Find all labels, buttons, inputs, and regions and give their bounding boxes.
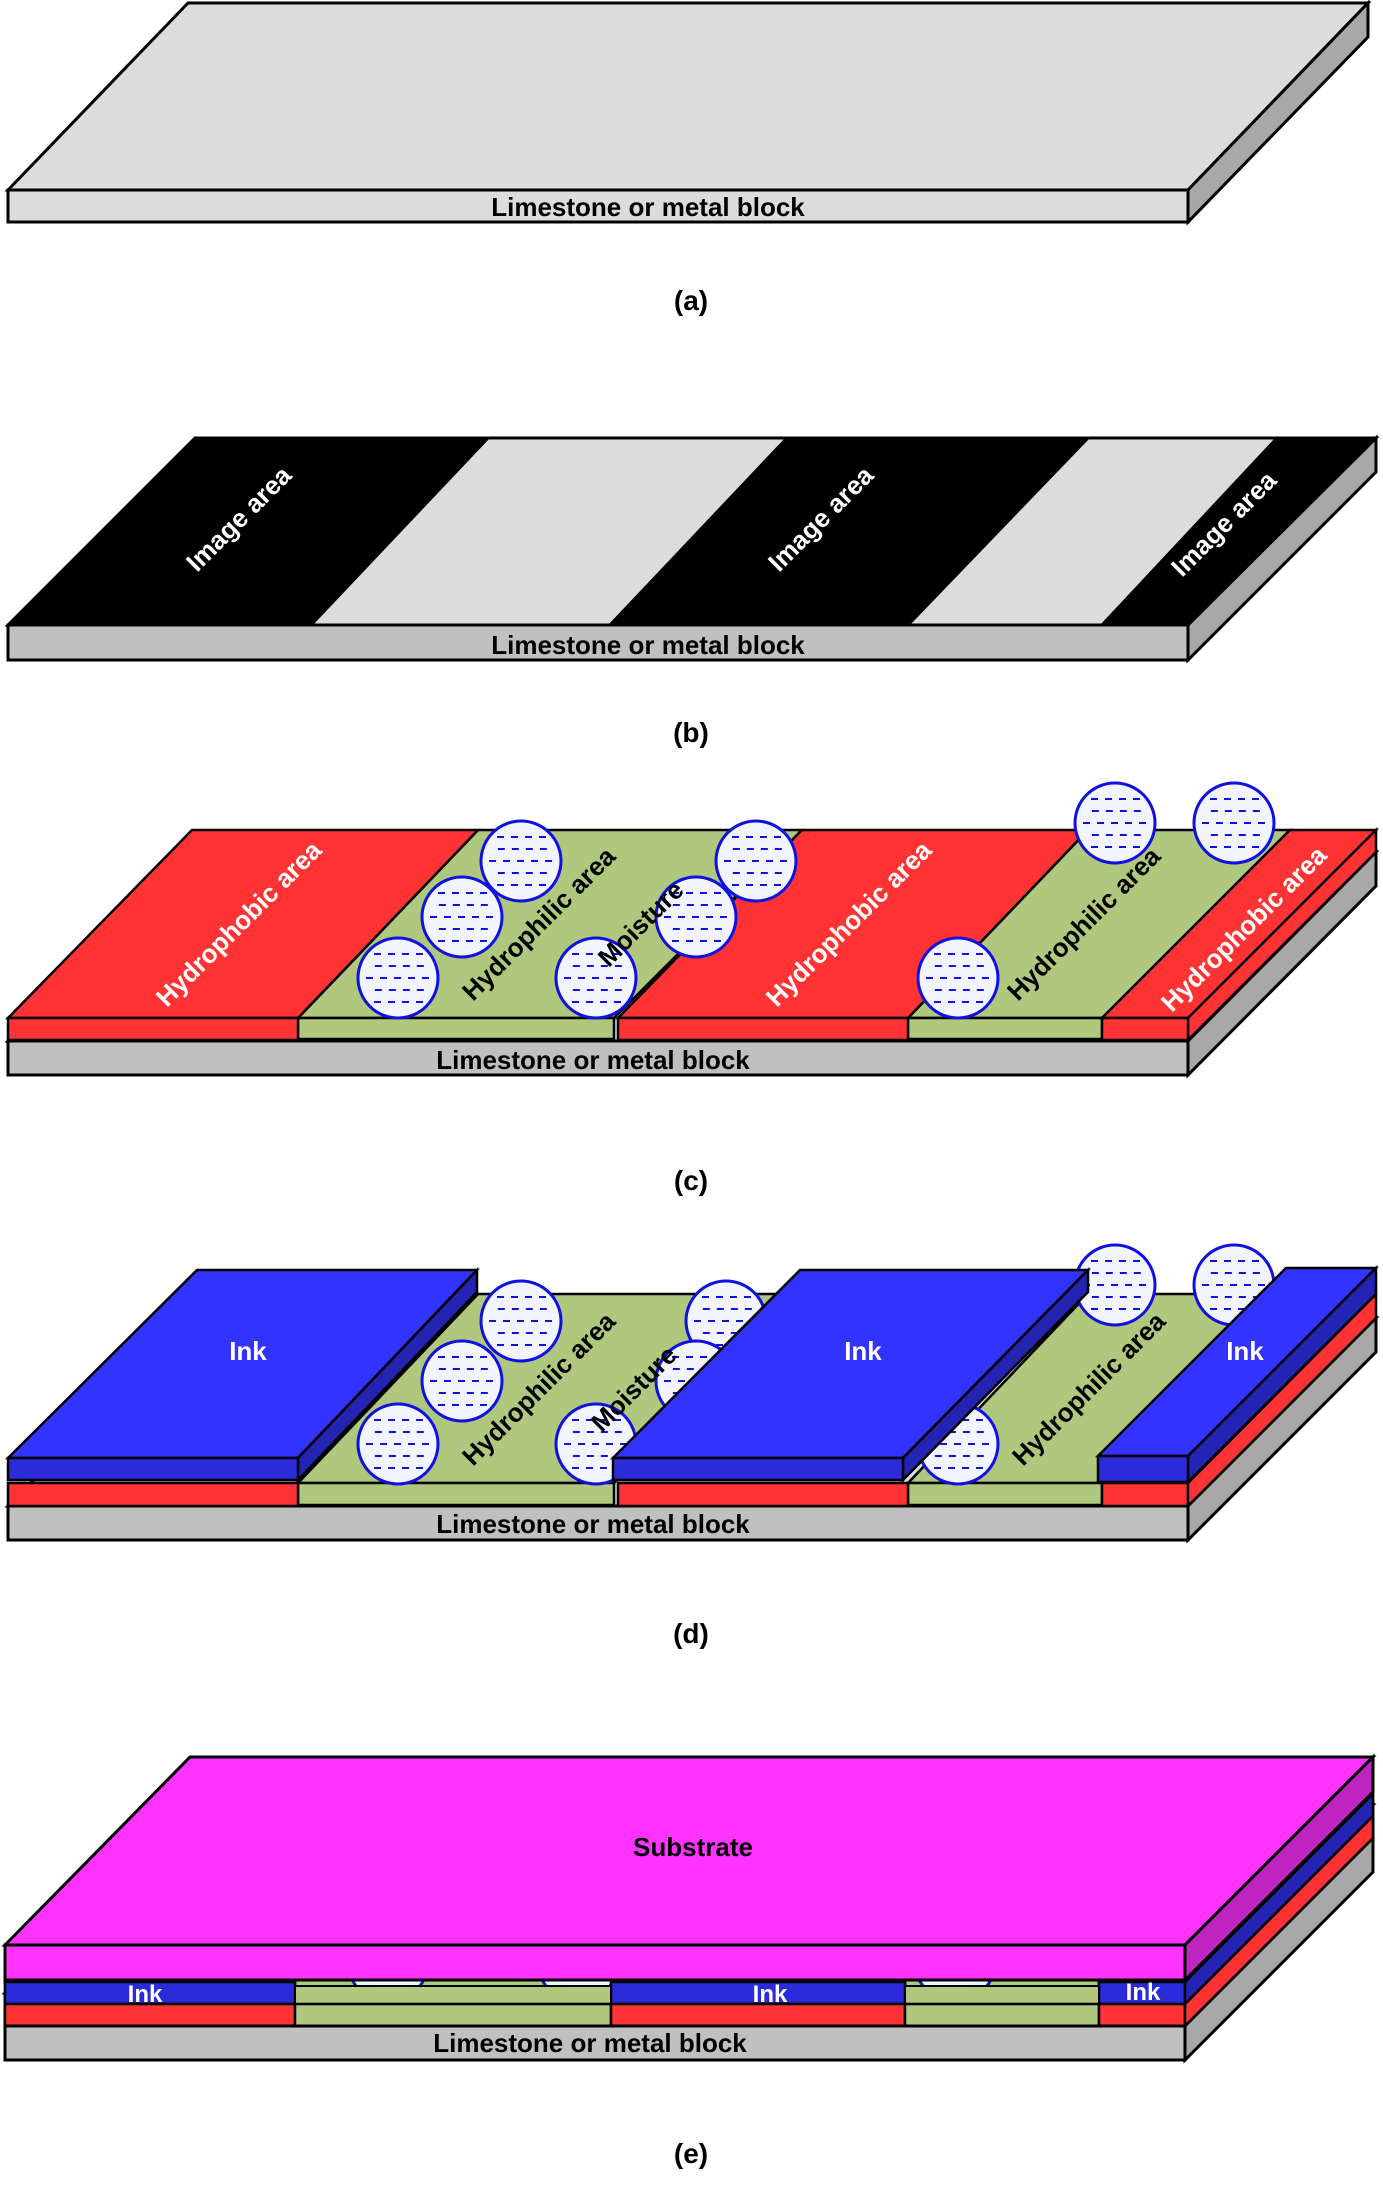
block-label: Limestone or metal block	[491, 630, 805, 660]
block-front-face	[6, 188, 1190, 224]
moisture-droplet	[420, 1339, 504, 1423]
caption-a: (a)	[674, 285, 708, 316]
moisture-droplet	[554, 936, 638, 1020]
ink-slab-front	[611, 1456, 905, 1482]
ink-label: Ink	[844, 1336, 882, 1366]
hydrophilic-area-front	[296, 1016, 616, 1041]
hydrophilic-area-front-visible	[294, 1985, 612, 2005]
hydrophilic-area-front-visible	[293, 2002, 613, 2028]
image-area-stripe	[1100, 438, 1376, 625]
substrate-label: Substrate	[633, 1832, 753, 1862]
panel-c: Hydrophobic area Hydrophilic area Moistu…	[4, 781, 1380, 1196]
ink-label: Ink	[128, 1981, 163, 2008]
moisture-droplet	[654, 875, 738, 959]
hydrophilic-area-front	[296, 1481, 616, 1507]
moisture-droplet	[916, 936, 1000, 1020]
caption-e: (e)	[674, 2138, 708, 2169]
ink-label: Ink	[1126, 1979, 1161, 2006]
moisture-droplet	[1192, 781, 1276, 865]
caption-b: (b)	[673, 717, 709, 748]
caption-d: (d)	[673, 1618, 709, 1649]
panel-a: Limestone or metal block (a)	[4, 0, 1372, 316]
block-top-face	[4, 1, 1372, 192]
block-label: Limestone or metal block	[491, 192, 805, 222]
panel-e: Substrate Ink Ink Ink Limestone or metal…	[1, 1753, 1377, 2169]
ink-slab-front	[6, 1456, 300, 1482]
hydrophobic-layer-front	[1100, 1481, 1190, 1508]
hydrophilic-area-front-visible	[903, 2002, 1101, 2028]
hydrophobic-area-front	[6, 1016, 300, 1042]
image-area-stripe	[608, 438, 1090, 625]
moisture-droplet	[714, 819, 798, 903]
moisture-droplets	[356, 781, 1276, 1020]
hydrophobic-area-front	[1100, 1016, 1190, 1042]
hydrophilic-area-front-visible	[904, 1985, 1100, 2005]
panel-b: Image area Image area Image area Limesto…	[4, 434, 1380, 748]
hydrophobic-area-front	[616, 1016, 910, 1042]
substrate-front	[3, 1943, 1187, 1982]
ink-label: Ink	[1226, 1336, 1264, 1366]
block-label: Limestone or metal block	[436, 1045, 750, 1075]
ink-label: Ink	[229, 1336, 267, 1366]
moisture-droplet	[420, 875, 504, 959]
block-front-face	[6, 623, 1190, 662]
ink-slab-side	[1183, 1790, 1375, 2008]
image-area-stripe	[8, 438, 490, 625]
caption-c: (c)	[674, 1165, 708, 1196]
block-front-face	[6, 1039, 1190, 1077]
moisture-droplet	[479, 819, 563, 903]
ink-slab-front	[1096, 1454, 1190, 1484]
block-front-face	[6, 1504, 1190, 1542]
block-label: Limestone or metal block	[433, 2028, 747, 2058]
moisture-droplet	[1073, 781, 1157, 865]
moisture-droplet	[356, 1402, 440, 1486]
moisture-droplet	[356, 936, 440, 1020]
hydrophobic-layer-front-visible	[1097, 2002, 1187, 2028]
ink-label: Ink	[753, 1981, 788, 2008]
panel-d: Ink Hydrophilic area Moisture Ink Hydrop…	[4, 1243, 1380, 1649]
block-label: Limestone or metal block	[436, 1509, 750, 1539]
hydrophilic-area-front	[906, 1016, 1104, 1041]
hydrophobic-layer-front	[616, 1481, 910, 1508]
hydrophilic-area-front	[906, 1481, 1104, 1507]
hydrophobic-layer-front	[6, 1481, 300, 1508]
moisture-droplet	[479, 1279, 563, 1363]
